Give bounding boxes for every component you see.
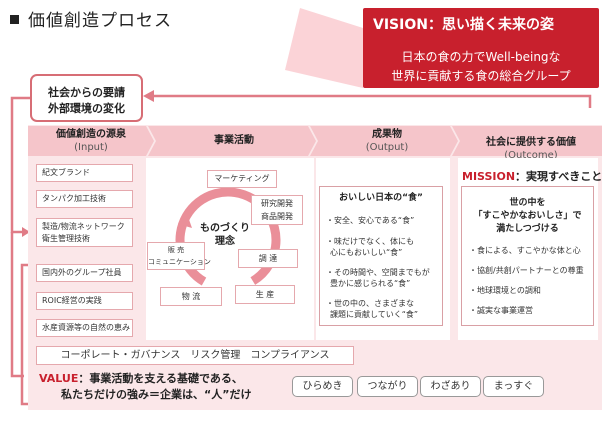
outer-line-1: 社会からの要請 [48, 86, 125, 99]
column-title-outcome: 社会に提供する価値 [486, 137, 576, 148]
output-item: ・味だけでなく、体にも [326, 237, 414, 246]
activity-production: 生 産 [235, 285, 295, 304]
activity-rnd-line-1: 研究開発 [261, 199, 293, 208]
activity-marketing: マーケティング [207, 170, 277, 188]
mission-label: MISSION [462, 170, 516, 183]
mission-item: ・協創/共創パートナーとの尊重 [469, 266, 584, 275]
mission-heading: MISSION：実現すべきこと [462, 168, 602, 184]
value-label: VALUE [39, 372, 79, 385]
input-item: 製造/物流ネットワーク 衛生管理技術 [36, 218, 133, 247]
activity-sales-line-1: 販 売 [167, 246, 185, 254]
outer-line-2: 外部環境の変化 [48, 102, 125, 115]
cycle-arrow-icon [178, 211, 192, 228]
activity-sales-line-2: コミュニケーション [148, 258, 211, 266]
page-title: 価値創造プロセス [28, 11, 172, 31]
activity-rnd-line-2: 商品開発 [261, 212, 293, 221]
output-item: 心にもおいしい“食” [330, 248, 403, 257]
mission-box: 世の中を 「すこやかなおいしさ」で 満たしつづける ・食による、すこやかな体と心… [461, 186, 594, 326]
output-item: 課題に貢献していく“食” [330, 310, 419, 319]
value-statement: VALUE：事業活動を支える基礎である、 私たちだけの強み＝企業は、“人”だけ [39, 371, 251, 403]
mission-title-2: 「すこやかなおいしさ」で [473, 211, 582, 221]
column-title-output: 成果物 [372, 129, 402, 140]
governance-bar: コーポレート・ガバナンス リスク管理 コンプライアンス [36, 346, 354, 365]
value-line-2: 私たちだけの強み＝企業は、“人”だけ [61, 388, 252, 401]
input-item: 水産資源等の自然の恵み [36, 319, 133, 337]
value-pill: まっすぐ [483, 376, 544, 397]
output-item: ・世の中の、さまざまな [326, 299, 414, 308]
column-headers [28, 126, 602, 156]
external-environment-box: 社会からの要請 外部環境の変化 [30, 74, 143, 122]
mission-item: ・地球環境との調和 [469, 286, 541, 295]
input-item: 紀文ブランド [36, 164, 133, 182]
value-pill: つながり [357, 376, 418, 397]
column-sub-outcome: (Outcome) [504, 150, 558, 161]
output-item: 豊かに感じられる“食” [330, 279, 411, 288]
vision-fan-shape [285, 8, 363, 88]
input-item: 国内外のグループ社員 [36, 264, 133, 282]
output-title: おいしい日本の“食” [339, 193, 423, 203]
column-title-activities: 事業活動 [214, 135, 254, 146]
input-item-line-2: 衛生管理技術 [42, 234, 90, 243]
vision-line-2: 世界に貢献する食の総合グループ [391, 69, 571, 83]
value-pill: ひらめき [292, 376, 353, 397]
input-item: ROIC経営の実践 [36, 292, 133, 310]
value-pill: わざあり [420, 376, 481, 397]
activity-sales: 販 売 コミュニケーション [147, 242, 211, 270]
column-title-input: 価値創造の源泉 [56, 129, 126, 140]
activity-procurement: 調 達 [238, 249, 298, 268]
mission-item: ・誠実な事業運営 [469, 306, 533, 315]
activity-center-line-1: ものづくり [200, 223, 250, 234]
arrow-left-icon [143, 90, 154, 102]
arrow-right-icon [22, 227, 30, 237]
title-bullet-icon [10, 15, 19, 24]
activity-logistics: 物 流 [160, 287, 222, 306]
input-item: タンパク加工技術 [36, 190, 133, 208]
mission-item: ・食による、すこやかな体と心 [469, 246, 581, 255]
activity-rnd: 研究開発 商品開発 [251, 195, 303, 225]
vision-box: VISION：思い描く未来の姿 日本の食の力でWell-beingな 世界に貢献… [363, 8, 599, 88]
activity-center: ものづくり 理念 [199, 222, 251, 248]
column-sub-output: (Output) [365, 142, 409, 153]
vision-line-1: 日本の食の力でWell-beingな [401, 50, 561, 64]
output-box: おいしい日本の“食” ・安全、安心である“食” ・味だけでなく、体にも 心にもお… [319, 186, 443, 326]
value-line-1: ：事業活動を支える基礎である、 [78, 372, 243, 385]
column-sub-input: (Input) [74, 142, 108, 153]
mission-title-3: 満たしつづける [496, 224, 559, 234]
output-item: ・安全、安心である“食” [326, 216, 415, 225]
output-item: ・その時間や、空間までもが [326, 268, 430, 277]
input-item-line-1: 製造/物流ネットワーク [42, 222, 125, 231]
activity-center-line-2: 理念 [215, 236, 235, 247]
mission-rest: ：実現すべきこと [515, 170, 603, 183]
vision-title: VISION：思い描く未来の姿 [373, 17, 554, 33]
mission-title-1: 世の中を [509, 198, 546, 208]
